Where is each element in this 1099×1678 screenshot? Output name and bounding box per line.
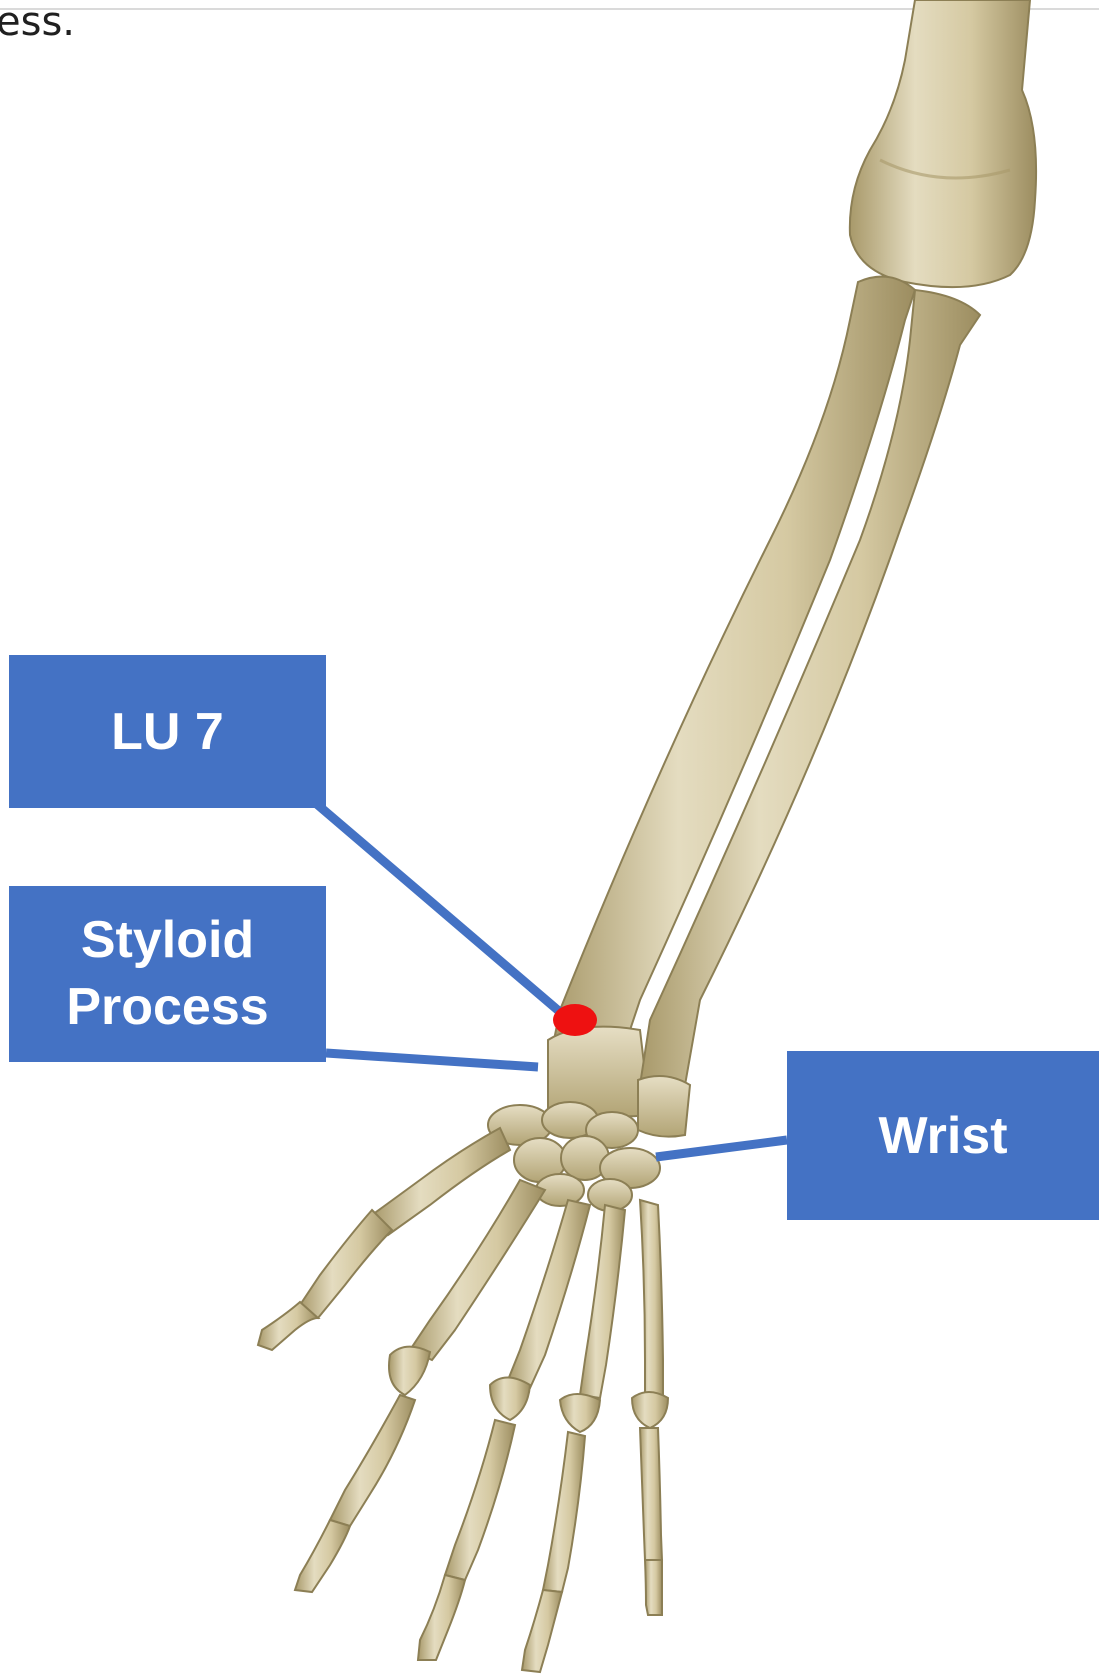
lu7-label-text: LU 7 (111, 702, 224, 762)
lu7-acupoint-marker (553, 1004, 597, 1036)
styloid-label-line1: Styloid (81, 907, 254, 974)
styloid-leader-line (326, 1053, 538, 1067)
ring-finger-bones (522, 1205, 625, 1672)
humerus-bone (850, 0, 1036, 287)
wrist-label: Wrist (787, 1051, 1099, 1220)
styloid-process-label: Styloid Process (9, 886, 326, 1062)
lu7-leader-line (312, 800, 560, 1012)
wrist-leader-line (656, 1140, 787, 1157)
little-finger-bones (632, 1200, 668, 1615)
lu7-label: LU 7 (9, 655, 326, 808)
radius-bone (548, 277, 915, 1117)
thumb-bones (258, 1128, 510, 1350)
middle-finger-bones (418, 1200, 590, 1660)
wrist-label-text: Wrist (878, 1106, 1007, 1166)
styloid-label-line2: Process (66, 974, 268, 1041)
